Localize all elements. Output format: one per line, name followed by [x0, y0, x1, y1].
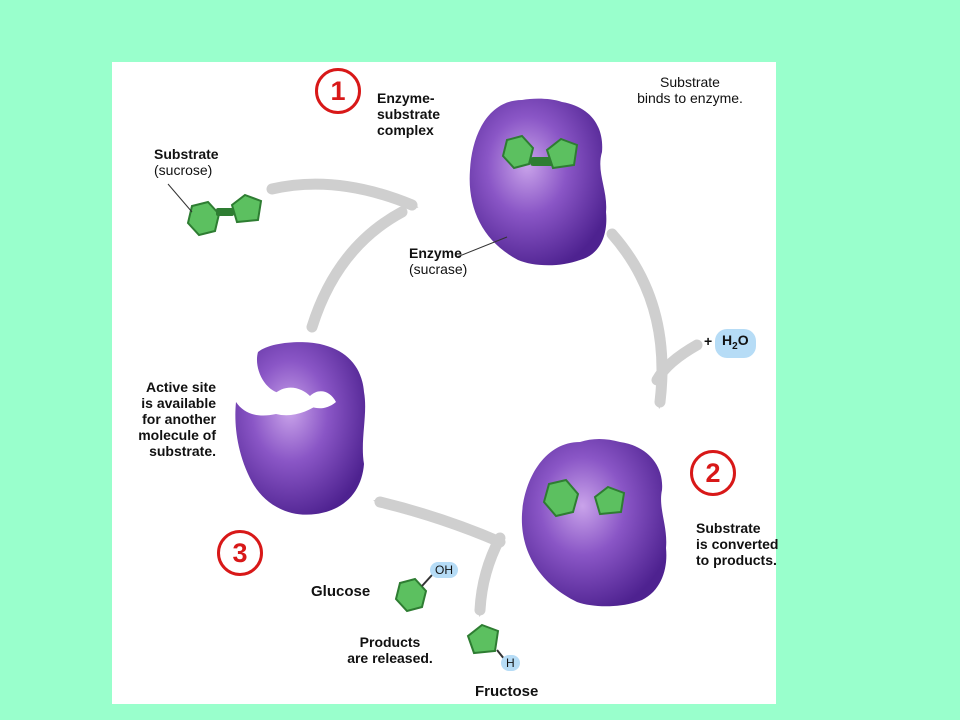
fructose-molecule: [466, 623, 506, 661]
active-label-2: is available: [141, 395, 216, 411]
sucrose-pentagon: [230, 193, 263, 224]
glucose-label: Glucose: [311, 583, 371, 600]
substrate-leader-line: [167, 183, 193, 213]
enzyme-free: [235, 342, 366, 515]
active-label-5: substrate.: [149, 443, 216, 459]
substrate-sub-label: (sucrose): [154, 162, 213, 178]
arrow-substrate-in: [266, 178, 419, 211]
released-label-1: Products: [359, 634, 421, 650]
glucose-oh-bond: [421, 574, 433, 587]
binds-label-2: binds to enzyme.: [637, 90, 743, 106]
enzyme-sub-label: (sucrase): [409, 261, 468, 277]
diagram-panel: Enzyme- substrate complex Substrate bind…: [112, 62, 779, 704]
enzyme-shape-left: [235, 342, 366, 515]
complex-label-2: substrate: [377, 106, 441, 122]
step-3-marker: 3: [217, 530, 263, 576]
binds-label-1: Substrate: [660, 74, 720, 90]
substrate-label: Substrate: [154, 146, 219, 162]
enzyme-converting: [521, 439, 667, 607]
enzyme-leader-line: [456, 236, 508, 258]
water-plus: +: [704, 333, 713, 349]
substrate-sucrose: [186, 193, 263, 237]
step-1-marker: 1: [315, 68, 361, 114]
glucose-hexagon: [394, 577, 428, 613]
enzyme-label: Enzyme: [409, 245, 462, 261]
sucrose-hexagon: [186, 200, 221, 237]
glucose-molecule: [394, 574, 433, 613]
arrow-bottom-to-left: [373, 496, 506, 548]
step-2-marker: 2: [690, 450, 736, 496]
h-pill: H: [501, 655, 520, 671]
arrow-left-to-top: [306, 206, 408, 333]
substrate-hexagon-bound: [501, 134, 535, 170]
active-label-4: molecule of: [138, 427, 216, 443]
complex-label-1: Enzyme-: [377, 90, 435, 106]
enzyme-shape-top: [469, 98, 607, 266]
substrate-pentagon-bound: [545, 137, 579, 170]
arrow-products-out: [474, 532, 506, 617]
water-2: 2: [732, 340, 738, 352]
water-o: O: [737, 332, 749, 348]
complex-label-3: complex: [377, 122, 434, 138]
released-label-2: are released.: [347, 650, 433, 666]
water-pill: H2O: [715, 329, 756, 358]
converted-label-2: is converted: [696, 536, 779, 552]
converted-label-1: Substrate: [696, 520, 761, 536]
active-label-3: for another: [142, 411, 216, 427]
water-h: H: [722, 332, 733, 348]
enzyme-shape-right: [521, 439, 667, 607]
fructose-pentagon: [466, 623, 500, 655]
product-hexagon: [542, 478, 580, 518]
product-pentagon: [593, 485, 626, 516]
enzyme-substrate-complex: [469, 98, 607, 266]
converted-label-3: to products.: [696, 552, 777, 568]
active-label-1: Active site: [145, 379, 216, 395]
enzyme-cycle-art: [167, 98, 703, 661]
oh-pill: OH: [430, 562, 458, 578]
active-site-notch: [272, 387, 336, 410]
arrow-water-in: [651, 339, 703, 386]
sucrose-bond: [216, 208, 234, 216]
fructose-label: Fructose: [475, 683, 539, 700]
